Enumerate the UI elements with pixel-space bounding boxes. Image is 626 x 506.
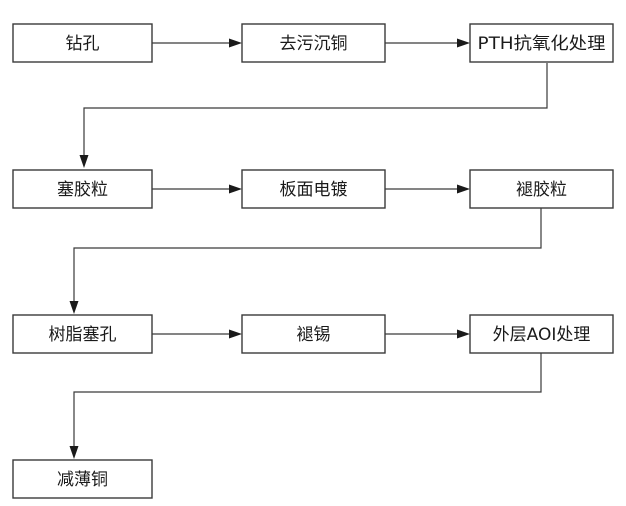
step-box-tin-strip	[241, 314, 386, 354]
step-label-panel-plating: 板面电镀	[280, 180, 348, 200]
step-tin-strip: 褪锡	[241, 314, 386, 354]
step-box-panel-plating	[241, 169, 386, 209]
step-box-remove-paste	[469, 169, 614, 209]
step-box-resin-plug	[12, 314, 153, 354]
connector-remove-to-resin	[73, 208, 542, 303]
arrowhead-remove-to-resin	[69, 301, 79, 314]
arrowhead-aoi-to-thinning	[69, 446, 79, 459]
step-plug-paste: 塞胶粒	[12, 169, 153, 209]
step-drill: 钻孔	[12, 23, 153, 63]
arrowhead-pth-to-plug-paste	[79, 155, 89, 168]
step-outer-aoi: 外层AOI处理	[469, 314, 614, 354]
arrowhead-tin-to-aoi	[457, 329, 470, 339]
step-box-pth-anti-oxidation	[469, 23, 614, 63]
connector-pth-to-plug-paste	[83, 63, 548, 157]
step-box-copper-thinning	[12, 459, 153, 499]
step-box-plug-paste	[12, 169, 153, 209]
step-label-tin-strip: 褪锡	[297, 325, 331, 345]
step-label-drill: 钻孔	[66, 34, 100, 54]
step-remove-paste: 褪胶粒	[469, 169, 614, 209]
step-box-outer-aoi	[469, 314, 614, 354]
step-resin-plug: 树脂塞孔	[12, 314, 153, 354]
arrowhead-drill-to-desmear	[229, 38, 242, 48]
arrowhead-plating-to-remove	[457, 184, 470, 194]
arrowhead-desmear-to-pth	[457, 38, 470, 48]
step-label-plug-paste: 塞胶粒	[57, 180, 108, 200]
step-box-desmear-pth	[241, 23, 386, 63]
step-label-pth-anti-oxidation: PTH抗氧化处理	[478, 34, 606, 54]
step-label-copper-thinning: 减薄铜	[57, 470, 108, 490]
connector-aoi-to-thinning	[73, 353, 542, 448]
arrowhead-plug-to-plating	[229, 184, 242, 194]
step-label-desmear-pth: 去污沉铜	[280, 34, 348, 54]
arrowhead-resin-to-tin	[229, 329, 242, 339]
step-panel-plating: 板面电镀	[241, 169, 386, 209]
step-copper-thinning: 减薄铜	[12, 459, 153, 499]
step-label-resin-plug: 树脂塞孔	[49, 325, 117, 345]
step-label-outer-aoi: 外层AOI处理	[493, 325, 591, 345]
step-box-drill	[12, 23, 153, 63]
step-desmear-pth: 去污沉铜	[241, 23, 386, 63]
step-pth-anti-oxidation: PTH抗氧化处理	[469, 23, 614, 63]
step-label-remove-paste: 褪胶粒	[516, 180, 567, 200]
connectors	[69, 38, 548, 459]
